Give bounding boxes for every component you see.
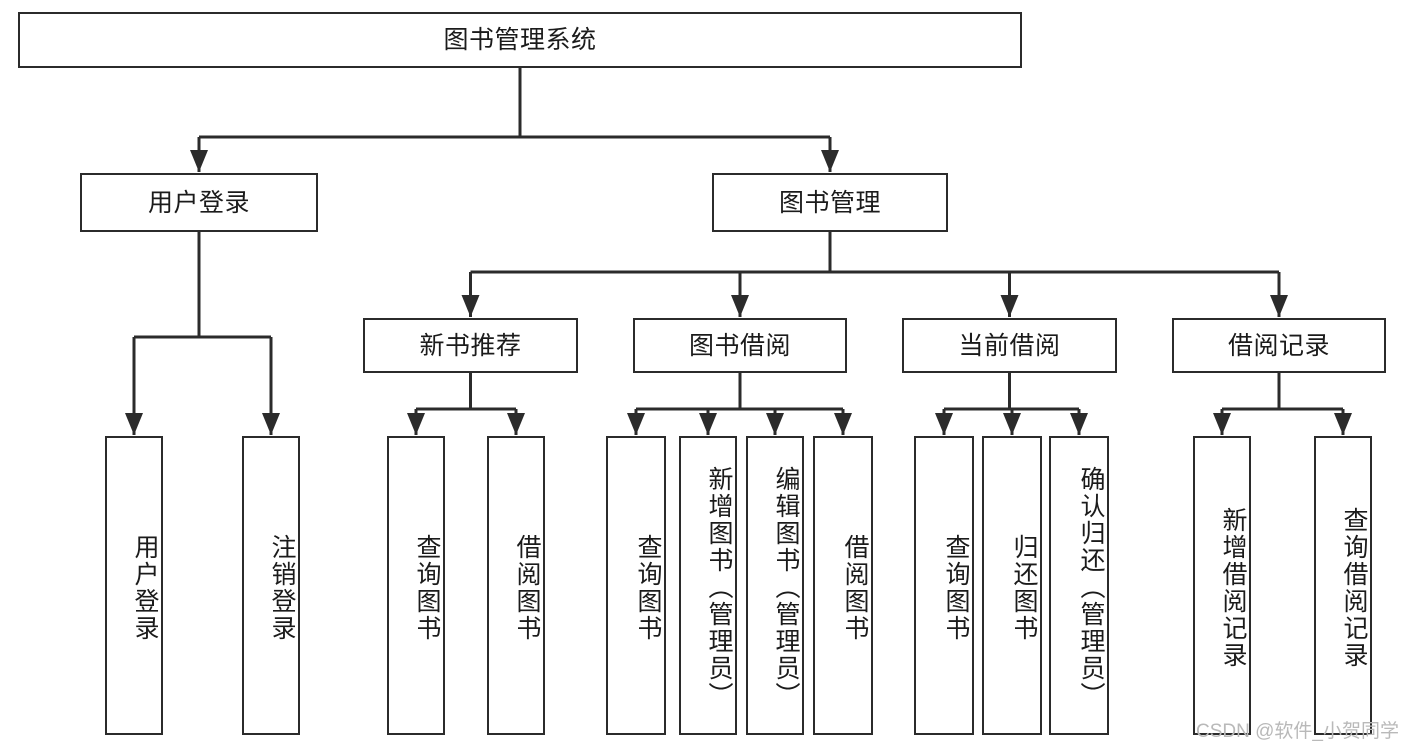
arrowhead-icon — [190, 150, 208, 172]
node-b_query[interactable]: 查询图书 — [606, 436, 666, 735]
node-records[interactable]: 借阅记录 — [1172, 318, 1386, 373]
node-label: 注销登录 — [268, 533, 296, 642]
arrowhead-icon — [262, 413, 280, 435]
node-r_add[interactable]: 新增借阅记录 — [1193, 436, 1251, 735]
node-bookmgmt[interactable]: 图书管理 — [712, 173, 948, 232]
arrowhead-icon — [1213, 413, 1231, 435]
arrowhead-icon — [1000, 295, 1019, 317]
node-newbook[interactable]: 新书推荐 — [363, 318, 578, 373]
arrowhead-icon — [507, 413, 525, 435]
arrowhead-icon — [627, 413, 645, 435]
arrowhead-icon — [699, 413, 717, 435]
node-l_login[interactable]: 用户登录 — [105, 436, 163, 735]
node-c_confirm[interactable]: 确认归还（管理员） — [1049, 436, 1109, 735]
watermark: CSDN @软件_小贺同学 — [1196, 721, 1399, 742]
arrowhead-icon — [821, 150, 839, 172]
node-label: 用户登录 — [147, 188, 250, 217]
node-label: 借阅记录 — [1227, 331, 1330, 360]
node-label: 新增图书（管理员） — [705, 466, 733, 709]
node-n_borrow[interactable]: 借阅图书 — [487, 436, 545, 735]
arrowhead-icon — [731, 295, 749, 317]
node-label: 确认归还（管理员） — [1077, 466, 1105, 709]
node-label: 查询图书 — [634, 533, 662, 642]
node-n_query[interactable]: 查询图书 — [387, 436, 445, 735]
node-b_edit[interactable]: 编辑图书（管理员） — [746, 436, 804, 735]
arrowhead-icon — [1003, 413, 1021, 435]
arrowhead-icon — [125, 413, 143, 435]
node-label: 借阅图书 — [513, 533, 541, 642]
node-label: 查询图书 — [942, 533, 970, 642]
node-b_borrow[interactable]: 借阅图书 — [813, 436, 873, 735]
arrowhead-icon — [935, 413, 953, 435]
node-borrow[interactable]: 图书借阅 — [633, 318, 847, 373]
node-c_query[interactable]: 查询图书 — [914, 436, 974, 735]
node-label: 图书管理 — [778, 188, 881, 217]
node-label: 图书借阅 — [688, 331, 791, 360]
node-l_logout[interactable]: 注销登录 — [242, 436, 300, 735]
node-label: 当前借阅 — [958, 331, 1061, 360]
arrowhead-icon — [461, 295, 480, 317]
node-label: 图书管理系统 — [443, 26, 597, 54]
arrowhead-icon — [834, 413, 852, 435]
node-label: 查询图书 — [413, 533, 441, 642]
node-current[interactable]: 当前借阅 — [902, 318, 1117, 373]
node-b_add[interactable]: 新增图书（管理员） — [679, 436, 737, 735]
node-login[interactable]: 用户登录 — [80, 173, 318, 232]
arrowhead-icon — [1334, 413, 1352, 435]
node-r_query[interactable]: 查询借阅记录 — [1314, 436, 1372, 735]
node-label: 新增借阅记录 — [1219, 506, 1247, 669]
node-label: 归还图书 — [1010, 533, 1038, 642]
arrowhead-icon — [766, 413, 784, 435]
node-label: 查询借阅记录 — [1340, 506, 1368, 669]
arrowhead-icon — [1270, 295, 1288, 317]
arrowhead-icon — [1070, 413, 1088, 435]
node-root[interactable]: 图书管理系统 — [18, 12, 1022, 68]
node-label: 编辑图书（管理员） — [772, 466, 800, 709]
node-label: 新书推荐 — [419, 331, 522, 360]
node-label: 用户登录 — [131, 533, 159, 642]
arrowhead-icon — [407, 413, 425, 435]
node-label: 借阅图书 — [841, 533, 869, 642]
node-c_return[interactable]: 归还图书 — [982, 436, 1042, 735]
